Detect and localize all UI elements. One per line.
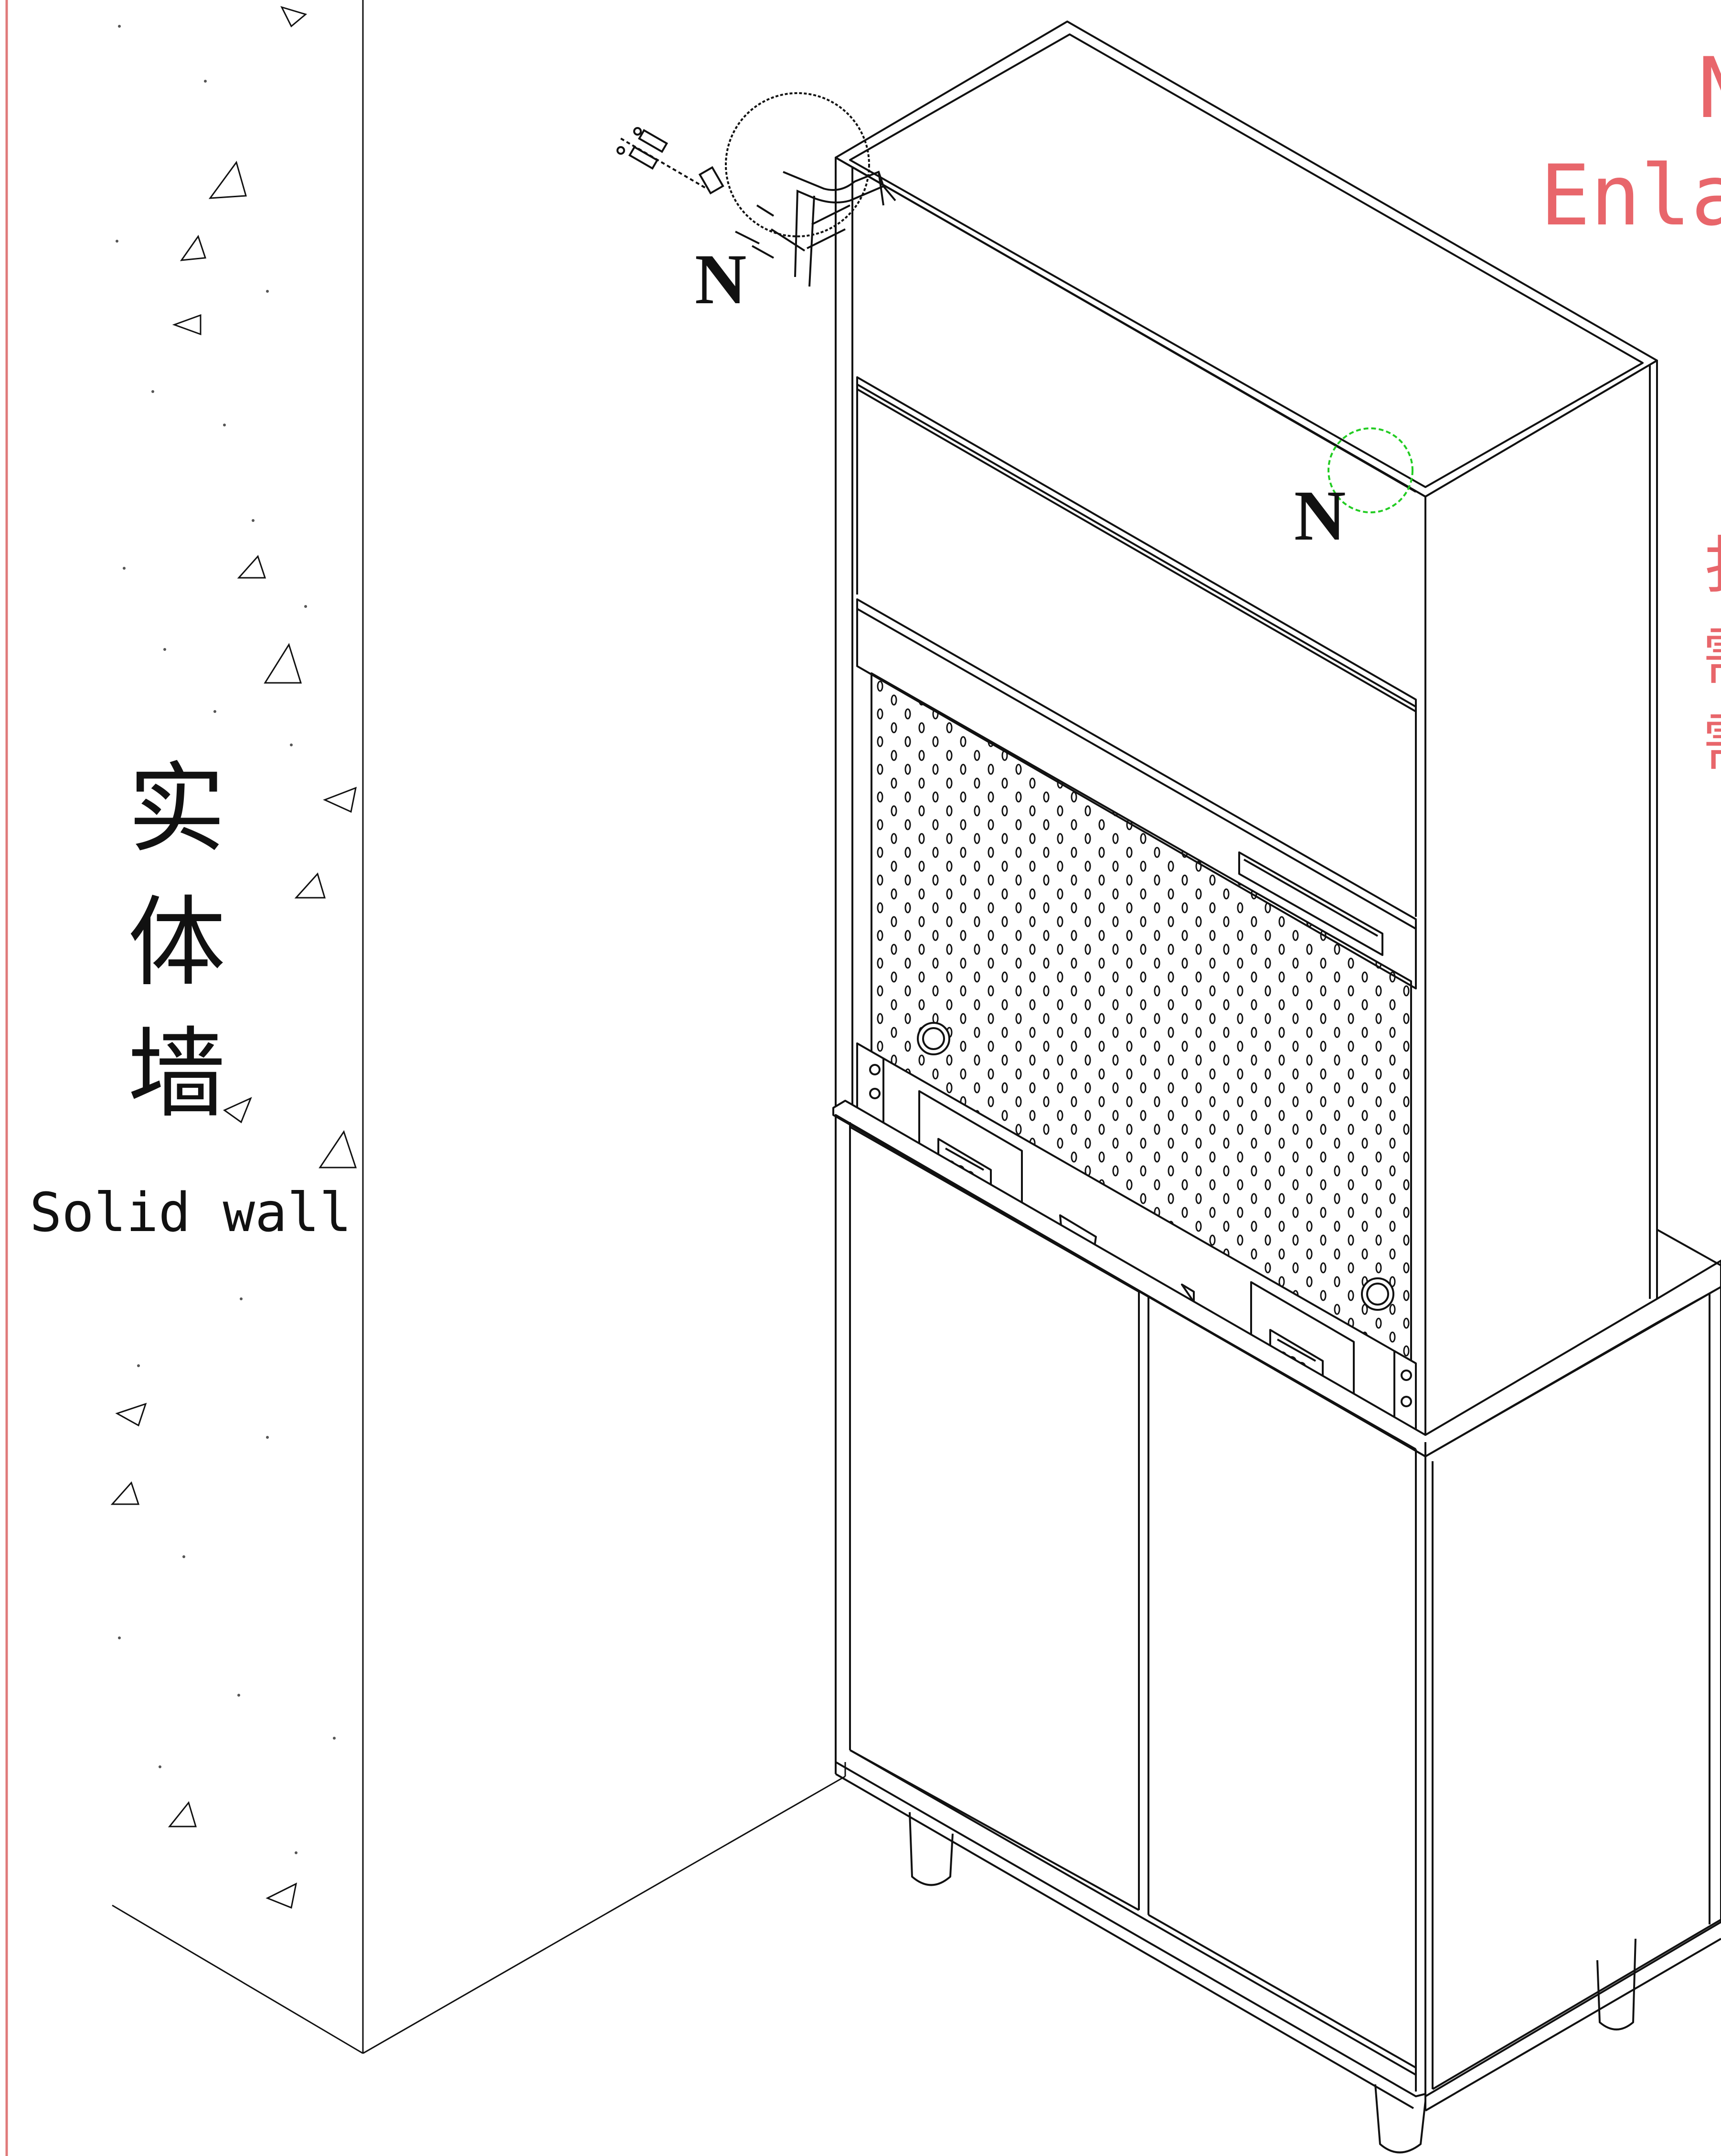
detail-circle — [725, 92, 870, 237]
lift-up-door — [856, 598, 1417, 989]
wall-texture-marks — [110, 6, 357, 1909]
annotation-side-char-1: 扌 — [1702, 530, 1721, 602]
base-cabinet-side — [1424, 1286, 1721, 2097]
annotation-title-top: N — [1698, 40, 1721, 137]
cabinet-legs — [909, 1812, 1636, 2154]
base-cabinet — [835, 1114, 1721, 2112]
top-unit-side-face — [1424, 360, 1658, 1445]
wall-label-zh-char-1: 实 — [128, 753, 226, 866]
wall-label-zh-char-3: 墙 — [128, 1018, 226, 1131]
top-unit — [835, 21, 1658, 1445]
detail-callout-label: N — [695, 240, 746, 319]
wall-texture-dots — [116, 25, 336, 1854]
base-cabinet-doors — [850, 1126, 1416, 2069]
wall-label-zh-char-2: 体 — [128, 886, 226, 1000]
solid-wall — [112, 0, 846, 2054]
detail-location-circle — [1328, 427, 1413, 513]
annotation-title-bottom: Enla — [1540, 148, 1721, 244]
upper-flap — [856, 376, 1417, 917]
wall-label-en: Solid wall — [30, 1182, 351, 1244]
annotation-side-char-2: 需 — [1702, 620, 1721, 693]
door-handle-slot — [1238, 851, 1383, 956]
cabinet — [832, 21, 1721, 2154]
location-callout-label: N — [1294, 476, 1346, 555]
annotation-side-char-3: 需 — [1702, 706, 1721, 779]
detail-callout-n — [616, 92, 896, 287]
